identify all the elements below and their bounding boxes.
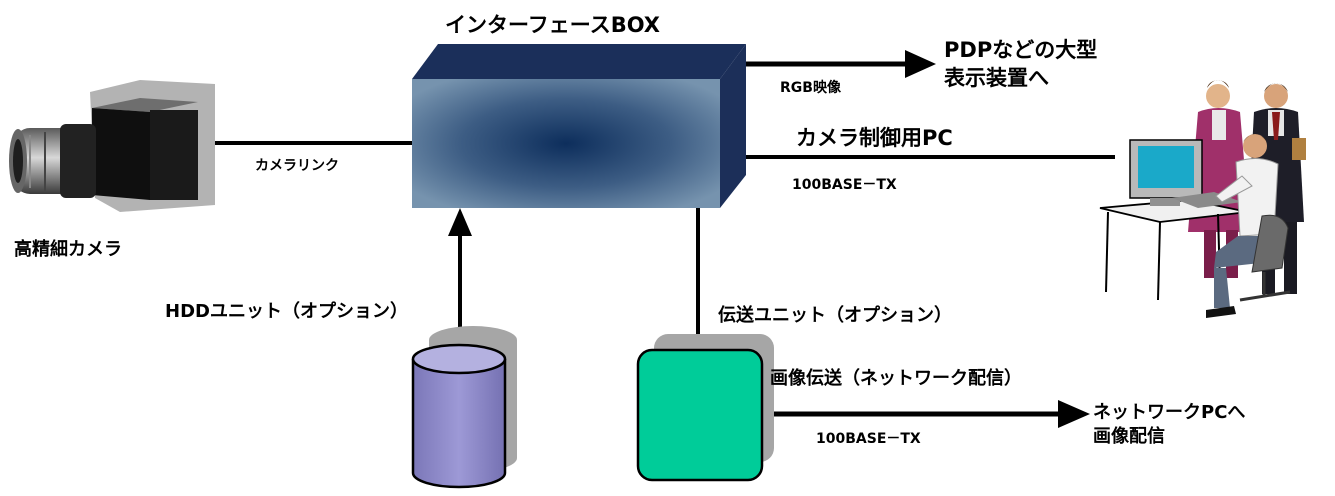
interface-box-top [412, 44, 746, 79]
interface-box-title: インターフェースBOX [445, 13, 660, 37]
network-pc-destination-label: ネットワークPCへ 画像配信 [1093, 402, 1246, 447]
transmission-unit-label: 伝送ユニット（オプション） [718, 305, 952, 326]
camera-icon [9, 80, 215, 212]
interface-box-side [720, 44, 746, 208]
display-destination-label: PDPなどの大型 表示装置へ [944, 38, 1098, 90]
rgb-output-arrow [742, 50, 936, 78]
control-network-label: 100BASE－TX [792, 177, 897, 193]
rgb-signal-label: RGB映像 [780, 80, 841, 96]
interface-box [412, 44, 746, 208]
hdd-unit-label: HDDユニット（オプション） [165, 301, 408, 322]
control-pc-label: カメラ制御用PC [796, 126, 953, 150]
transmission-unit-icon [636, 334, 774, 482]
camera-label: 高精細カメラ [14, 239, 122, 260]
hdd-unit-icon [411, 326, 517, 489]
network-delivery-arrow [765, 400, 1090, 428]
connections [200, 141, 1115, 352]
camera-link-label: カメラリンク [255, 158, 339, 174]
transmission-network-label: 100BASE－TX [816, 431, 921, 447]
pc-workstation-icon [1099, 80, 1306, 318]
image-delivery-label: 画像伝送（ネットワーク配信） [770, 368, 1022, 389]
interface-box-front [412, 79, 720, 208]
